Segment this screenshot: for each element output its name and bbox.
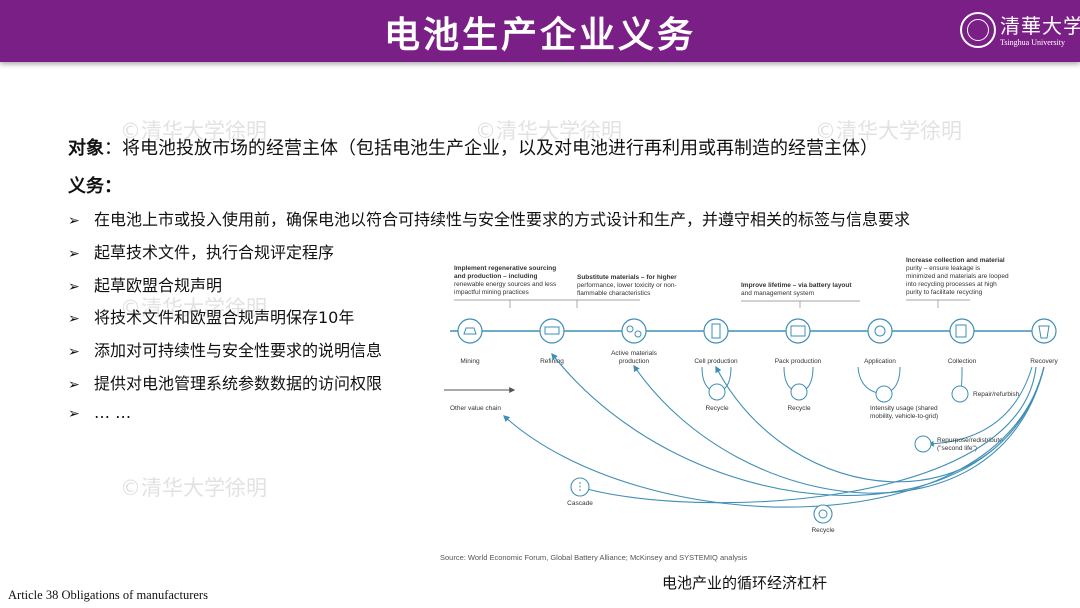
loop-label: Repair/refurbish: [973, 391, 1020, 398]
logo-english-name: Tsinghua University: [1000, 38, 1065, 47]
loop-label: mobility, vehicle-to-grid): [870, 413, 938, 420]
callout-line: and management system: [741, 290, 814, 297]
watermark: ©清华大学徐明: [475, 119, 622, 143]
stage-active-materials: Active materials production: [611, 318, 658, 365]
factory-icon: [544, 326, 560, 335]
duty-item: ➢起草技术文件，执行合规评定程序: [68, 243, 335, 262]
loop-label: Repurpose/redistribute: [937, 437, 1003, 444]
stage-label: Pack production: [775, 358, 822, 365]
callout-line: minimized and materials are looped: [906, 273, 1009, 280]
stage-label: production: [619, 358, 650, 365]
duty-item: ➢在电池上市或投入使用前，确保电池以符合可持续性与安全性要求的方式设计和生产，并…: [68, 210, 911, 229]
battery-pack-icon: [790, 325, 806, 337]
loop-label: ("second life"): [937, 445, 977, 452]
loop-label: Intensity usage (shared: [870, 405, 938, 412]
stage-application: Application: [864, 318, 896, 365]
stage-label: Recovery: [1030, 358, 1058, 365]
duty-item: ➢起草欧盟合规声明: [68, 276, 223, 295]
arrow-bullet-icon: ➢: [68, 311, 80, 327]
watermark: ©清华大学徐明: [120, 296, 267, 320]
arrow-bullet-icon: ➢: [68, 406, 80, 422]
repair-loop: [951, 366, 969, 403]
stage-label: Active materials: [611, 350, 658, 357]
watermark: ©清华大学徐明: [120, 119, 267, 143]
battery-cell-icon: [711, 323, 721, 339]
title-bar: 电池生产企业义务 清華大学 Tsinghua University: [0, 0, 1080, 62]
stage-cell-production: Cell production: [694, 318, 738, 365]
stage-label: Application: [864, 358, 896, 365]
stage-label: Cell production: [694, 358, 738, 365]
diagram-caption: 电池产业的循环经济杠杆: [662, 574, 828, 592]
trash-bin-icon: [1038, 325, 1050, 339]
callout-line: renewable energy sources and less: [454, 281, 557, 288]
arrow-bullet-icon: ➢: [68, 246, 80, 262]
stage-refining: Refining: [539, 318, 565, 365]
target-text: ：将电池投放市场的经营主体（包括电池生产企业，以及对电池进行再利用或再制造的经营…: [104, 138, 878, 159]
duty-item: ➢添加对可持续性与安全性要求的说明信息: [68, 341, 383, 360]
arrow-bullet-icon: ➢: [68, 213, 80, 229]
university-seal-icon: [960, 12, 996, 48]
stage-collection: Collection: [948, 318, 977, 365]
stage-label: Mining: [460, 358, 480, 365]
callout-line: purity – ensure leakage is: [906, 265, 981, 272]
mining-cart-icon: [463, 327, 477, 335]
callout-line: impactful mining practices: [454, 289, 530, 296]
duty-item: ➢将技术文件和欧盟合规声明保存10年: [68, 308, 355, 327]
duty-item: ➢提供对电池管理系统参数数据的访问权限: [68, 374, 383, 393]
callout-improve-lifetime: Improve lifetime – via battery layout an…: [741, 282, 852, 297]
circular-economy-diagram: Implement regenerative sourcing and prod…: [440, 257, 1058, 562]
loop-label: Cascade: [567, 500, 593, 507]
callout-regenerative-sourcing: Implement regenerative sourcing and prod…: [454, 265, 557, 296]
callout-substitute-materials: Substitute materials – for higher perfor…: [577, 274, 677, 297]
collection-icon: [955, 324, 967, 338]
callout-line: Increase collection and material: [906, 257, 1005, 264]
recycle-hub: [813, 504, 833, 524]
page-title: 电池生产企业义务: [383, 15, 696, 56]
cascade-node: [570, 477, 590, 497]
loop-label: Recycle: [787, 405, 811, 412]
arrow-bullet-icon: ➢: [68, 344, 80, 360]
stage-label: Refining: [540, 358, 564, 365]
recycle-loop-pack: [783, 366, 814, 401]
repurpose-loop: [914, 366, 1033, 453]
stage-label: Collection: [948, 358, 977, 365]
application-icon: [874, 325, 886, 337]
stage-pack-production: Pack production: [775, 318, 822, 365]
callout-line: flammable characteristics: [577, 290, 651, 297]
intensity-usage-loop: [857, 366, 901, 403]
callout-brackets: [454, 299, 970, 308]
loop-label: Recycle: [811, 527, 835, 534]
callout-increase-collection: Increase collection and material purity …: [906, 257, 1009, 296]
loop-label: Other value chain: [450, 405, 501, 412]
source-note: Source: World Economic Forum, Global Bat…: [440, 553, 747, 562]
watermark: ©清华大学徐明: [120, 476, 267, 500]
logo-chinese-name: 清華大学: [1000, 14, 1080, 38]
duty-item: ➢… …: [68, 403, 132, 422]
target-label: 对象: [68, 138, 104, 159]
duties-title: 义务：: [68, 176, 122, 197]
recycle-loop-cell: [701, 366, 732, 401]
callout-line: Implement regenerative sourcing: [454, 265, 556, 272]
article-reference: Article 38 Obligations of manufacturers: [8, 588, 208, 602]
stage-mining: Mining: [457, 318, 483, 365]
callout-line: Improve lifetime – via battery layout: [741, 282, 852, 289]
arrow-bullet-icon: ➢: [68, 279, 80, 295]
callout-line: into recycling processes at high: [906, 281, 997, 288]
callout-line: and production – including: [454, 273, 537, 280]
molecule-icon: [626, 325, 634, 333]
loop-label: Recycle: [705, 405, 729, 412]
callout-line: purity to facilitate recycling: [906, 289, 983, 296]
callout-line: Substitute materials – for higher: [577, 274, 677, 281]
university-logo: 清華大学 Tsinghua University: [960, 12, 1080, 52]
arrow-bullet-icon: ➢: [68, 377, 80, 393]
watermark: ©清华大学徐明: [815, 119, 962, 143]
stage-recovery: Recovery: [1030, 318, 1058, 365]
target-line: 对象：将电池投放市场的经营主体（包括电池生产企业，以及对电池进行再利用或再制造的…: [68, 134, 878, 160]
return-arcs: [503, 352, 1045, 508]
callout-line: performance, lower toxicity or non-: [577, 282, 677, 289]
